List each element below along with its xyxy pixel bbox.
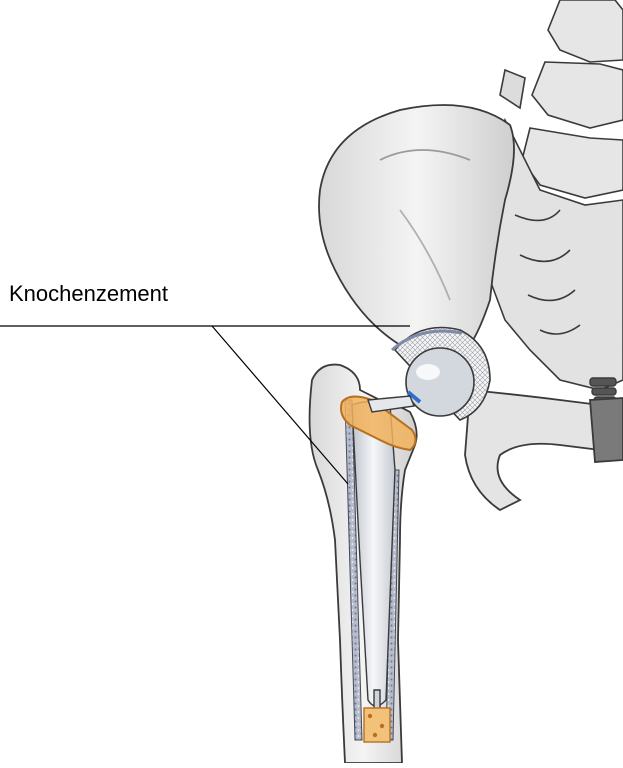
knochenzement-label: Knochenzement bbox=[9, 283, 168, 305]
pubis-ischium bbox=[465, 390, 623, 510]
cement-restrictor-plug bbox=[364, 708, 390, 742]
ilium bbox=[319, 105, 514, 345]
femoral-head-ball bbox=[406, 348, 474, 416]
